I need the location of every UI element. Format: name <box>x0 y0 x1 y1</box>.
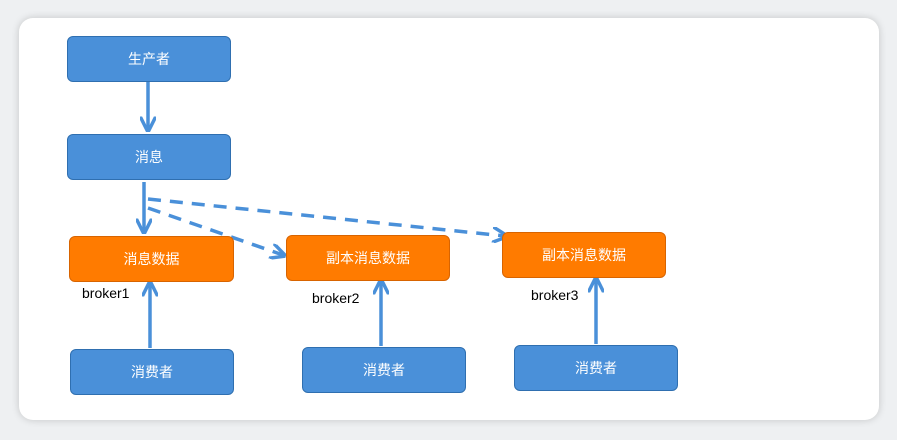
consumer1-node: 消费者 <box>70 349 234 395</box>
broker3-label: broker3 <box>531 287 579 303</box>
dashed-arrow-message-to-broker2 <box>147 206 283 255</box>
broker1-data-node: 消息数据 <box>69 236 234 282</box>
broker3-replica-node: 副本消息数据 <box>502 232 666 278</box>
producer-label: 生产者 <box>128 52 170 68</box>
consumer1-label: 消费者 <box>131 365 173 381</box>
broker2-replica-label: 副本消息数据 <box>326 251 410 267</box>
consumer2-node: 消费者 <box>302 347 466 393</box>
broker1-data-label: 消息数据 <box>123 252 180 268</box>
producer-node: 生产者 <box>67 36 231 82</box>
message-node: 消息 <box>67 134 231 180</box>
consumer2-label: 消费者 <box>363 363 405 379</box>
consumer3-label: 消费者 <box>575 361 617 377</box>
broker1-label: broker1 <box>82 285 130 301</box>
consumer3-node: 消费者 <box>514 345 678 391</box>
message-label: 消息 <box>135 150 163 166</box>
broker2-label: broker2 <box>312 290 360 306</box>
broker3-replica-label: 副本消息数据 <box>542 248 626 264</box>
dashed-arrow-message-to-broker3 <box>147 197 505 236</box>
broker2-replica-node: 副本消息数据 <box>286 235 450 281</box>
